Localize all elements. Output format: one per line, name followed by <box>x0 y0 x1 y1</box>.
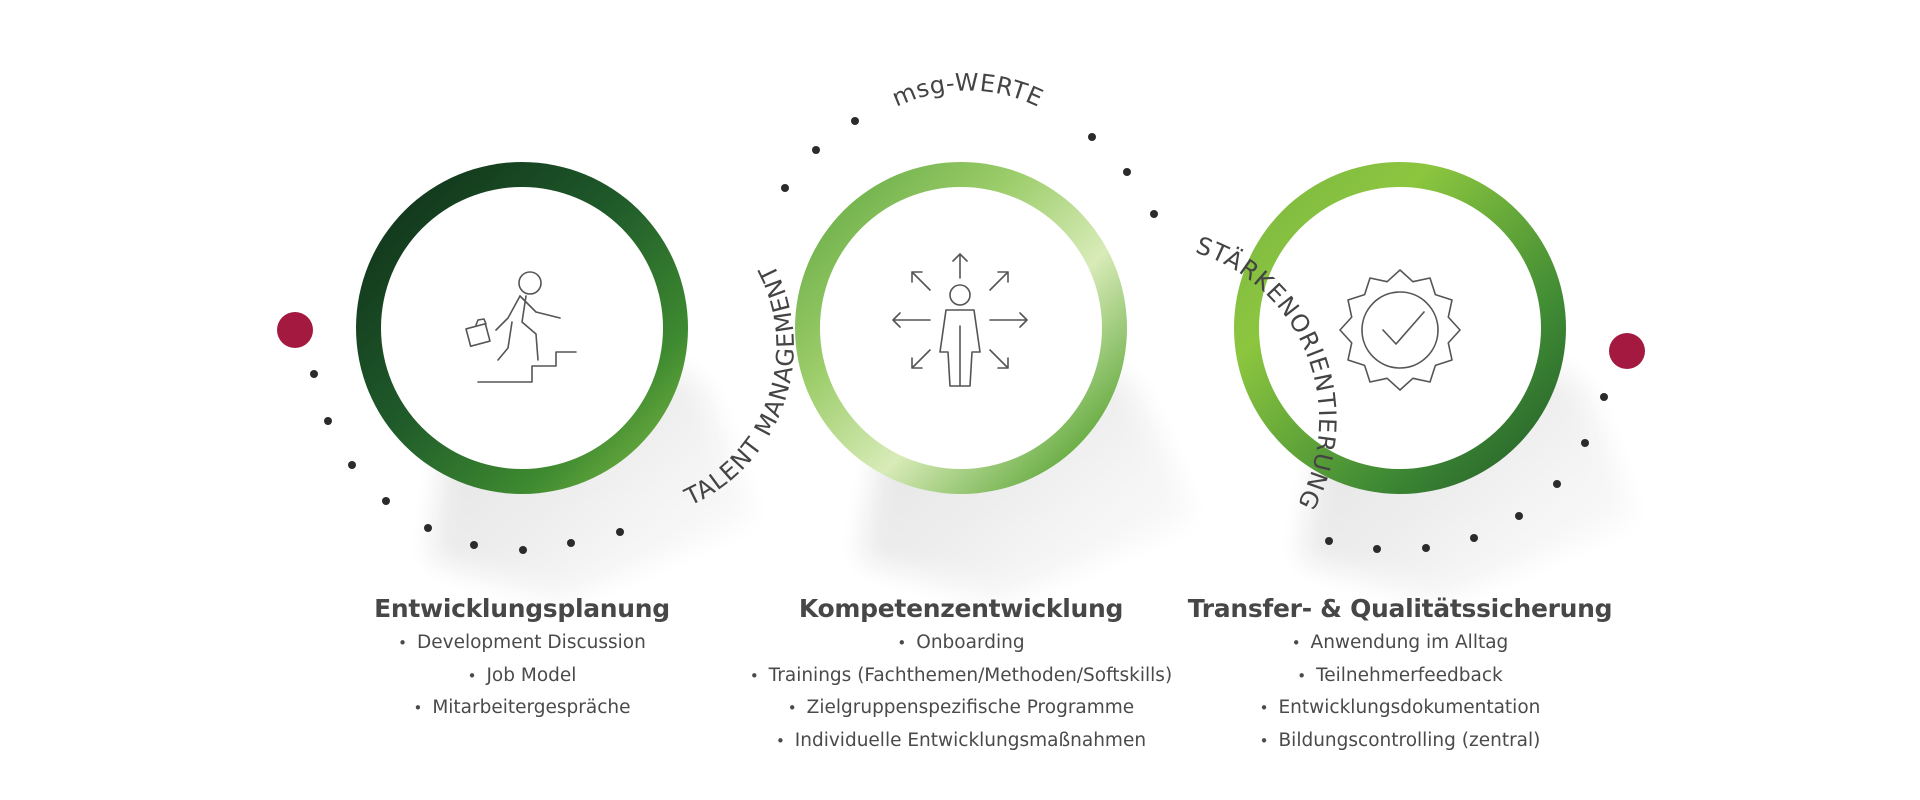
path-dot <box>1470 534 1478 542</box>
column-title: Kompetenzentwicklung <box>798 594 1124 623</box>
column-title: Transfer- & Qualitätssicherung <box>1187 594 1613 623</box>
end-accent-dot <box>1609 333 1645 369</box>
list-item: Zielgruppenspezifische Programme <box>701 692 1221 725</box>
path-dot <box>1325 537 1333 545</box>
ring-transfer-qualitaetssicherung <box>1234 162 1566 494</box>
item-list: Development Discussion Job Model Mitarbe… <box>262 627 782 725</box>
dotted-path <box>310 117 1608 554</box>
list-item: Teilnehmerfeedback <box>1140 660 1660 693</box>
list-item: Development Discussion <box>262 627 782 660</box>
column-transfer-qualitaetssicherung: Transfer- & Qualitätssicherung Anwendung… <box>1140 594 1660 757</box>
person-arrows-icon <box>892 253 1028 387</box>
path-dot <box>1553 480 1561 488</box>
column-title: Entwicklungsplanung <box>374 594 670 623</box>
arc-label-msg-werte: msg-WERTE <box>888 69 1047 113</box>
path-dot <box>470 541 478 549</box>
path-dot <box>1150 210 1158 218</box>
ring-kompetenzentwicklung <box>795 162 1127 494</box>
path-dot <box>1088 133 1096 141</box>
quality-badge-check-icon <box>1339 269 1461 391</box>
path-dot <box>424 524 432 532</box>
path-dot <box>851 117 859 125</box>
path-dot <box>324 417 332 425</box>
path-dot <box>1600 393 1608 401</box>
path-dot <box>1515 512 1523 520</box>
path-dot <box>519 546 527 554</box>
item-list: Anwendung im Alltag Teilnehmerfeedback E… <box>1140 627 1660 757</box>
climbing-stairs-icon <box>465 271 577 383</box>
path-dot <box>382 497 390 505</box>
path-dot <box>348 461 356 469</box>
path-dot <box>1581 439 1589 447</box>
path-dot <box>1123 168 1131 176</box>
path-dot <box>616 528 624 536</box>
path-dot <box>1422 544 1430 552</box>
column-kompetenzentwicklung: Kompetenzentwicklung Onboarding Training… <box>701 594 1221 757</box>
ring-entwicklungsplanung <box>356 162 688 494</box>
path-dot <box>812 146 820 154</box>
list-item: Job Model <box>262 660 782 693</box>
path-dot <box>567 539 575 547</box>
list-item: Onboarding <box>701 627 1221 660</box>
item-list: Onboarding Trainings (Fachthemen/Methode… <box>701 627 1221 757</box>
column-entwicklungsplanung: Entwicklungsplanung Development Discussi… <box>262 594 782 725</box>
list-item: Anwendung im Alltag <box>1140 627 1660 660</box>
path-dot <box>781 184 789 192</box>
path-dot <box>1373 545 1381 553</box>
list-item: Entwicklungsdokumentation <box>1140 692 1660 725</box>
list-item: Bildungscontrolling (zentral) <box>1140 725 1660 758</box>
path-dot <box>310 370 318 378</box>
start-accent-dot <box>277 312 313 348</box>
list-item: Trainings (Fachthemen/Methoden/Softskill… <box>701 660 1221 693</box>
list-item: Mitarbeitergespräche <box>262 692 782 725</box>
list-item: Individuelle Entwicklungsmaßnahmen <box>701 725 1221 758</box>
